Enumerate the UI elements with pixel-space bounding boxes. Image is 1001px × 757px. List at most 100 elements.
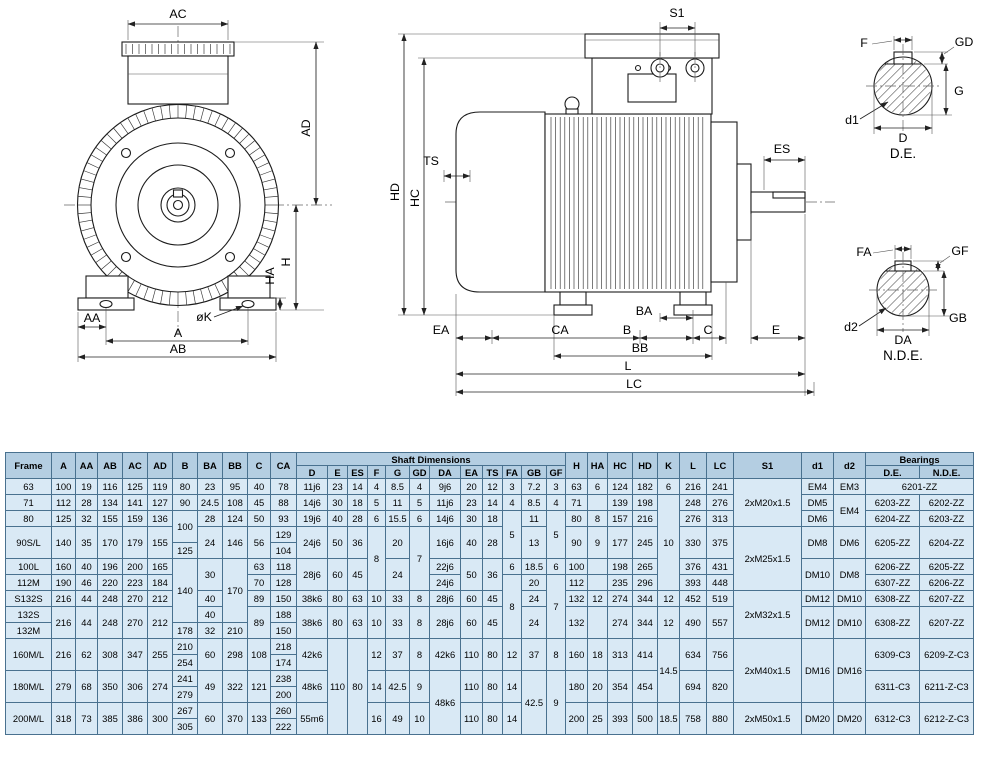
column-header: N.D.E. bbox=[919, 465, 974, 479]
column-header: GF bbox=[546, 465, 566, 479]
table-cell: EM3 bbox=[833, 478, 866, 495]
table-cell: 60 bbox=[460, 590, 483, 607]
table-cell: 28 bbox=[75, 494, 98, 511]
table-cell: 80 bbox=[327, 590, 348, 607]
table-cell: 190 bbox=[51, 574, 76, 591]
table-cell: 125 bbox=[172, 542, 198, 559]
table-cell: 136 bbox=[147, 510, 173, 527]
table-cell: 128 bbox=[270, 574, 297, 591]
table-cell: 5 bbox=[409, 494, 430, 511]
table-cell: 347 bbox=[122, 638, 148, 671]
table-cell: 7.2 bbox=[521, 478, 547, 495]
table-cell: 9 bbox=[587, 526, 608, 559]
table-cell: 248 bbox=[97, 606, 123, 639]
table-cell bbox=[587, 494, 608, 511]
table-cell: 49 bbox=[197, 670, 223, 703]
column-header: d2 bbox=[833, 452, 866, 479]
table-cell: 44 bbox=[75, 590, 98, 607]
end-shield bbox=[710, 121, 738, 283]
table-cell: 119 bbox=[147, 478, 173, 495]
table-cell: 6211-Z-C3 bbox=[919, 670, 974, 703]
table-cell: 14 bbox=[502, 670, 522, 703]
table-cell: 6207-ZZ bbox=[919, 606, 974, 639]
table-cell: 24.5 bbox=[197, 494, 223, 511]
table-cell: 2xM50x1.5 bbox=[733, 702, 802, 735]
table-cell: 279 bbox=[51, 670, 76, 703]
column-header: CA bbox=[270, 452, 297, 479]
foot-hole-left bbox=[99, 299, 113, 309]
table-cell: 108 bbox=[247, 638, 271, 671]
dim-label-fa: FA bbox=[856, 245, 872, 259]
table-cell: 6202-ZZ bbox=[919, 494, 974, 511]
table-cell: 160 bbox=[51, 558, 76, 575]
table-cell: 45 bbox=[247, 494, 271, 511]
table-cell: 63 bbox=[347, 606, 368, 639]
table-cell: 6 bbox=[587, 478, 608, 495]
shaft-keyway-side bbox=[772, 191, 806, 199]
table-cell: 140 bbox=[172, 558, 198, 623]
table-cell: 274 bbox=[607, 590, 633, 607]
column-header: HA bbox=[587, 452, 608, 479]
table-cell: 28j6 bbox=[429, 590, 461, 607]
table-cell: 45 bbox=[482, 606, 503, 639]
table-cell: EM4 bbox=[833, 494, 866, 527]
table-cell: 112 bbox=[565, 574, 588, 591]
table-cell: 274 bbox=[147, 670, 173, 703]
table-cell: 14 bbox=[367, 670, 386, 703]
table-cell: 200 bbox=[565, 702, 588, 735]
dim-label-ha: HA bbox=[263, 267, 277, 285]
table-cell: 50 bbox=[460, 558, 483, 591]
shaft-boss-circle bbox=[160, 187, 196, 223]
table-cell: 270 bbox=[122, 590, 148, 607]
table-cell: DM10 bbox=[833, 606, 866, 639]
table-cell: 19j6 bbox=[296, 510, 328, 527]
leader-k bbox=[213, 305, 244, 318]
bearing-hub bbox=[736, 163, 752, 241]
dim-label-f: F bbox=[860, 36, 868, 50]
column-header: AA bbox=[75, 452, 98, 479]
table-cell: 95 bbox=[222, 478, 248, 495]
table-cell: 6309-C3 bbox=[865, 638, 920, 671]
table-cell: 880 bbox=[706, 702, 734, 735]
table-cell: 184 bbox=[147, 574, 173, 591]
dim-label-da: DA bbox=[894, 333, 912, 347]
table-cell: 235 bbox=[607, 574, 633, 591]
table-cell: 18.5 bbox=[657, 702, 680, 735]
table-cell: 60 bbox=[197, 638, 223, 671]
stator-fins bbox=[550, 117, 704, 289]
column-header: BB bbox=[222, 452, 248, 479]
stator-frame bbox=[544, 113, 712, 293]
table-cell: 40 bbox=[247, 478, 271, 495]
table-cell: 100 bbox=[172, 510, 198, 543]
table-cell: 6201-ZZ bbox=[865, 478, 974, 495]
table-cell: 2xM32x1.5 bbox=[733, 590, 802, 639]
table-cell: 308 bbox=[97, 638, 123, 671]
table-cell: 182 bbox=[632, 478, 658, 495]
table-cell: 22j6 bbox=[429, 558, 461, 575]
table-cell: 12 bbox=[657, 590, 680, 607]
table-cell: 274 bbox=[607, 606, 633, 639]
table-cell: 218 bbox=[270, 638, 297, 655]
table-cell: 180 bbox=[565, 670, 588, 703]
table-cell: 89 bbox=[247, 606, 271, 639]
dim-label-a: A bbox=[174, 326, 183, 340]
lid-ribs bbox=[125, 44, 231, 54]
column-header: E bbox=[327, 465, 348, 479]
table-cell: 519 bbox=[706, 590, 734, 607]
table-cell: 212 bbox=[147, 606, 173, 639]
column-header: Frame bbox=[5, 452, 52, 479]
table-cell: 6212-Z-C3 bbox=[919, 702, 974, 735]
table-cell: 8 bbox=[409, 590, 430, 607]
table-cell: 223 bbox=[122, 574, 148, 591]
eyebolt-base bbox=[565, 108, 579, 115]
table-cell: 12 bbox=[502, 638, 522, 671]
terminal-box bbox=[127, 55, 229, 105]
table-cell: 200 bbox=[270, 686, 297, 703]
table-cell: 7 bbox=[546, 574, 566, 639]
dim-label-b: B bbox=[623, 323, 631, 337]
table-cell: 50 bbox=[327, 526, 348, 559]
table-cell: DM8 bbox=[833, 558, 866, 591]
table-cell: 300 bbox=[147, 702, 173, 735]
